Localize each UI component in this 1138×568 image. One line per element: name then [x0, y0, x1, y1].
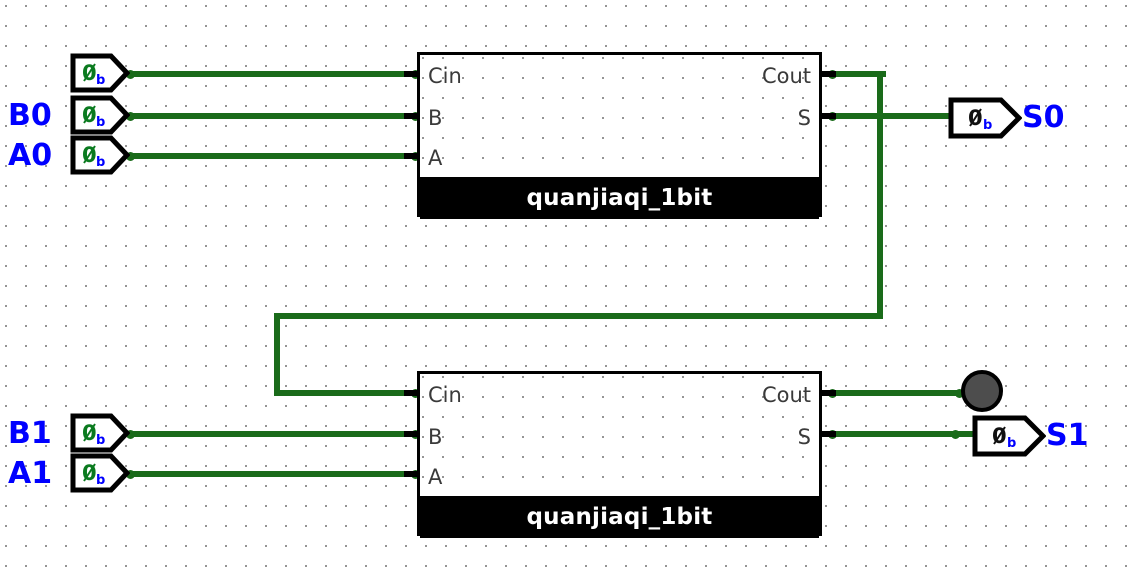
slashed-zero-slash — [83, 463, 96, 482]
pin-stub-b — [404, 431, 422, 437]
pin-value-subscript: b — [96, 473, 106, 488]
pin-label-cout: Cout — [761, 64, 811, 88]
pin-value-subscript: b — [96, 433, 106, 448]
pin-label-s: S — [797, 425, 811, 449]
block-name-label: quanjiaqi_1bit — [420, 177, 819, 219]
wire-carry-seg1[interactable] — [830, 71, 886, 77]
wire-a0[interactable] — [128, 153, 420, 159]
wire-cout1[interactable] — [830, 390, 962, 396]
block-adder-bit0[interactable]: Cin B A Cout S quanjiaqi_1bit — [417, 52, 822, 219]
pin-value-subscript: b — [96, 73, 106, 88]
wire-carry-seg4[interactable] — [274, 313, 280, 396]
wire-node — [126, 111, 135, 121]
pin-label-a: A — [428, 465, 443, 489]
pin-stub-cout — [818, 390, 836, 396]
wire-cin0[interactable] — [128, 71, 420, 77]
pin-stub-s — [818, 431, 836, 437]
wire-a1[interactable] — [128, 471, 420, 477]
output-pin-s1[interactable]: 0 b — [972, 415, 1046, 457]
pin-value-subscript: b — [1007, 436, 1017, 451]
pin-stub-b — [404, 113, 422, 119]
wire-b0[interactable] — [128, 113, 420, 119]
pin-stub-s — [818, 113, 836, 119]
input-pin-a1[interactable]: 0 b — [70, 453, 130, 493]
pin-label-b: B — [428, 425, 443, 449]
wire-node — [126, 151, 135, 161]
slashed-zero-slash — [993, 426, 1006, 445]
wire-carry-seg2[interactable] — [877, 71, 883, 319]
pin-label-cin: Cin — [428, 383, 462, 407]
net-label-b0: B0 — [8, 98, 52, 133]
net-label-b1: B1 — [8, 416, 52, 451]
pin-stub-a — [404, 153, 422, 159]
wire-node — [955, 388, 964, 398]
wire-node — [126, 469, 135, 479]
pin-stub-a — [404, 471, 422, 477]
wire-s0[interactable] — [830, 113, 952, 119]
block-adder-bit1[interactable]: Cin B A Cout S quanjiaqi_1bit — [417, 371, 822, 538]
wire-s1[interactable] — [830, 431, 976, 437]
pin-stub-cin — [404, 71, 422, 77]
pin-label-cin: Cin — [428, 64, 462, 88]
input-pin-b0[interactable]: 0 b — [70, 95, 130, 135]
block-body: Cin B A Cout S — [420, 374, 819, 496]
block-name-label: quanjiaqi_1bit — [420, 496, 819, 538]
output-pin-s0[interactable]: 0 b — [948, 97, 1022, 139]
input-pin-b1[interactable]: 0 b — [70, 413, 130, 453]
pin-value-subscript: b — [96, 115, 106, 130]
wire-carry-seg5[interactable] — [274, 390, 420, 396]
wire-node — [951, 429, 960, 439]
pin-stub-cin — [404, 390, 422, 396]
net-label-s1: S1 — [1046, 418, 1089, 453]
block-body: Cin B A Cout S — [420, 55, 819, 177]
slashed-zero-slash — [83, 423, 96, 442]
wire-carry-seg3[interactable] — [274, 313, 883, 319]
input-pin-cin0[interactable]: 0 b — [70, 53, 130, 93]
pin-label-b: B — [428, 106, 443, 130]
pin-label-cout: Cout — [761, 383, 811, 407]
carry-out-probe-node[interactable] — [961, 370, 1003, 412]
wire-node — [126, 69, 135, 79]
slashed-zero-slash — [969, 108, 982, 127]
wire-node — [126, 429, 135, 439]
wire-b1[interactable] — [128, 431, 420, 437]
slashed-zero-slash — [83, 145, 96, 164]
pin-value-subscript: b — [96, 155, 106, 170]
slashed-zero-slash — [83, 63, 96, 82]
pin-label-s: S — [797, 106, 811, 130]
pin-label-a: A — [428, 146, 443, 170]
net-label-a0: A0 — [8, 138, 53, 173]
pin-value-subscript: b — [983, 118, 993, 133]
slashed-zero-slash — [83, 105, 96, 124]
net-label-s0: S0 — [1022, 100, 1065, 135]
net-label-a1: A1 — [8, 456, 53, 491]
pin-stub-cout — [818, 71, 836, 77]
input-pin-a0[interactable]: 0 b — [70, 135, 130, 175]
